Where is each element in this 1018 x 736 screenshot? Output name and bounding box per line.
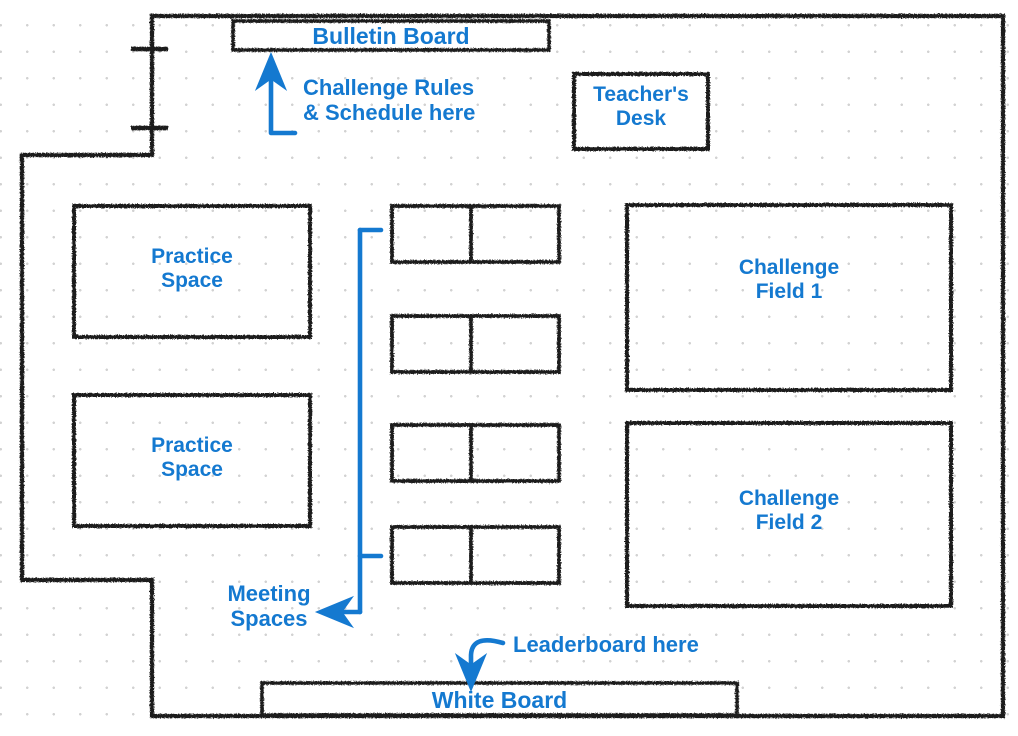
meeting-table-2-shape bbox=[390, 314, 561, 374]
challenge-rules-arrow bbox=[254, 51, 298, 136]
leaderboard-arrow bbox=[454, 638, 506, 693]
challenge-field-2-shape bbox=[625, 421, 953, 608]
meeting-table-4-shape bbox=[390, 525, 561, 585]
teachers-desk-shape bbox=[572, 72, 710, 151]
meeting-table-3-shape bbox=[390, 423, 561, 483]
door-opening-marks bbox=[131, 46, 168, 131]
bulletin-board-shape bbox=[231, 19, 551, 52]
room-outer-wall bbox=[19, 13, 1006, 719]
practice-space-1-shape bbox=[72, 204, 312, 339]
meeting-table-1-shape bbox=[390, 204, 561, 264]
meeting-spaces-bracket bbox=[314, 227, 384, 629]
challenge-field-1-shape bbox=[625, 203, 953, 392]
practice-space-2-shape bbox=[72, 393, 312, 528]
white-board-shape bbox=[260, 681, 739, 717]
